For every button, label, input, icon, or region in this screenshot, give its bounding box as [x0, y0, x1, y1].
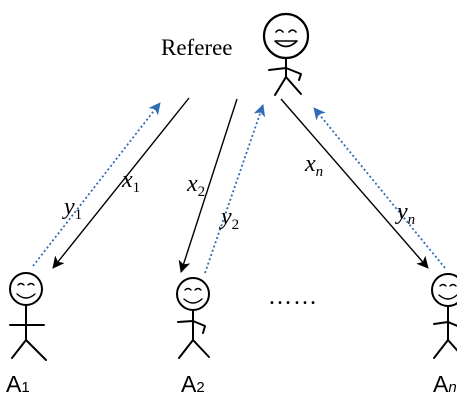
agent-1-label: A1	[6, 371, 30, 395]
ellipsis: ……	[268, 284, 318, 310]
answer-arrow-1	[32, 102, 161, 267]
agent-n-label: An	[433, 371, 457, 395]
answer-label-n: yn	[395, 199, 415, 228]
question-label-2: x2	[186, 171, 205, 200]
answer-label-1: y1	[62, 194, 82, 223]
agent-2-smiley-stick-figure-icon	[176, 277, 210, 359]
agent-n-smiley-stick-figure-icon	[431, 273, 457, 359]
answer-label-2: y2	[219, 204, 239, 233]
answer-arrow-n	[313, 107, 446, 269]
answer-arrow-2	[204, 104, 266, 274]
referee-label: Referee	[161, 35, 233, 60]
question-label-n: xn	[304, 151, 323, 180]
question-arrow-2	[178, 98, 238, 273]
agent-2-label: A2	[181, 371, 205, 395]
question-arrow-1	[52, 97, 190, 269]
agent-1-smiley-stick-figure-icon	[9, 272, 47, 361]
question-label-1: x1	[121, 167, 140, 196]
referee-smiley-stick-figure-icon	[262, 12, 310, 96]
question-arrow-n	[280, 98, 429, 269]
